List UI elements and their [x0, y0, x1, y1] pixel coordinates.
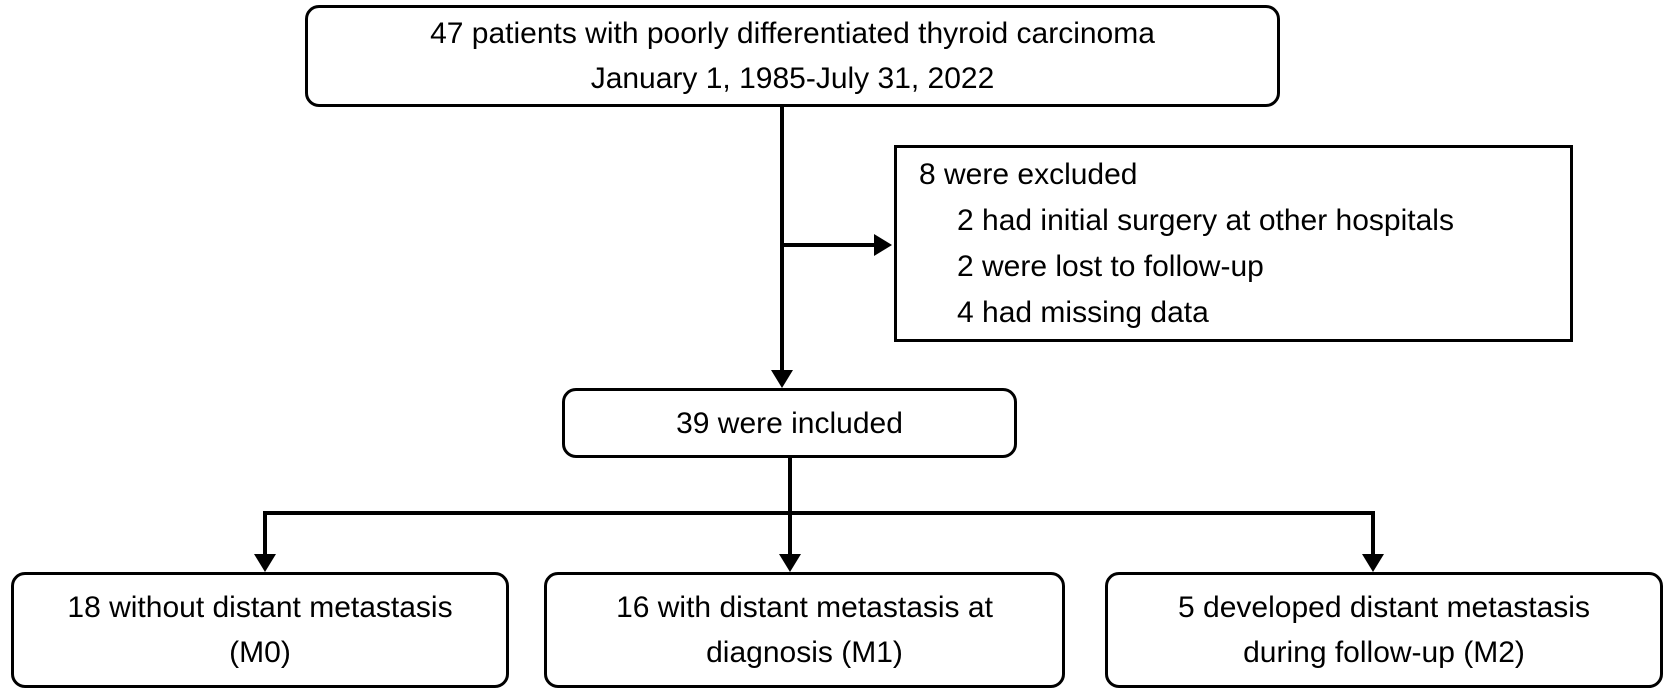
- excluded-header: 8 were excluded: [919, 157, 1138, 191]
- outcome-m0-box: 18 without distant metastasis (M0): [11, 572, 509, 688]
- connector-distribution-line: [263, 511, 1375, 515]
- enrollment-line2: January 1, 1985-July 31, 2022: [590, 62, 995, 95]
- enrollment-line1: 47 patients with poorly differentiated t…: [430, 17, 1155, 50]
- connector-branch-m2: [1371, 511, 1375, 556]
- arrowhead-into-m2-box: [1362, 554, 1384, 572]
- connector-to-excluded: [782, 243, 874, 247]
- excluded-item: 2 were lost to follow-up: [957, 249, 1264, 283]
- m1-line1: 16 with distant metastasis at: [616, 591, 993, 624]
- arrowhead-into-m1-box: [779, 554, 801, 572]
- arrowhead-into-included-box: [771, 370, 793, 388]
- connector-included-to-m1: [788, 458, 792, 556]
- enrollment-box: 47 patients with poorly differentiated t…: [305, 5, 1280, 107]
- included-box: 39 were included: [562, 388, 1017, 458]
- excluded-item: 4 had missing data: [957, 295, 1209, 329]
- included-label: 39 were included: [676, 406, 903, 440]
- m0-line2: (M0): [229, 636, 291, 669]
- arrowhead-into-m0-box: [254, 554, 276, 572]
- arrowhead-into-excluded-box: [874, 234, 892, 256]
- m2-line2: during follow-up (M2): [1243, 636, 1525, 669]
- outcome-m2-box: 5 developed distant metastasis during fo…: [1105, 572, 1663, 688]
- connector-branch-m0: [263, 511, 267, 556]
- excluded-item: 2 had initial surgery at other hospitals: [957, 203, 1454, 237]
- m2-line1: 5 developed distant metastasis: [1178, 591, 1590, 624]
- m0-line1: 18 without distant metastasis: [67, 591, 453, 624]
- m1-line2: diagnosis (M1): [706, 636, 903, 669]
- outcome-m1-box: 16 with distant metastasis at diagnosis …: [544, 572, 1065, 688]
- excluded-box: 8 were excluded 2 had initial surgery at…: [894, 145, 1573, 342]
- connector-enrollment-to-included: [780, 105, 784, 371]
